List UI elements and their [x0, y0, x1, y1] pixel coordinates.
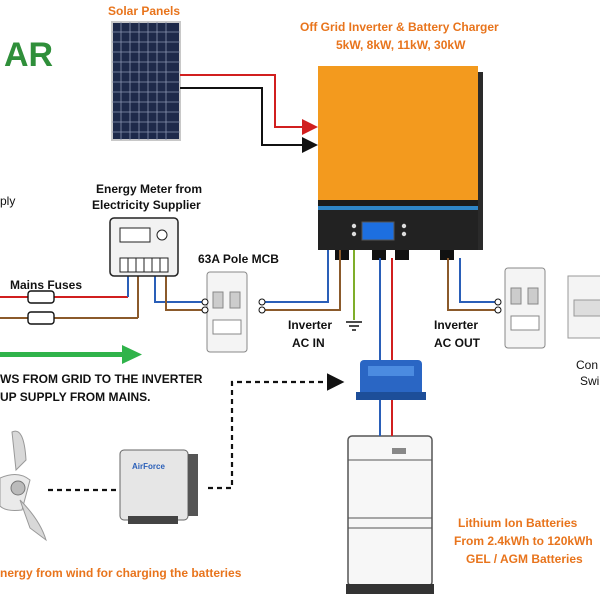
consumer-fragment-2: Swi [580, 374, 600, 388]
batteries-label-3: GEL / AGM Batteries [466, 552, 583, 566]
energy-meter-icon [109, 217, 179, 277]
inverter-icon [318, 66, 483, 260]
mcb-label: 63A Pole MCB [198, 252, 279, 266]
controller-brand: AirForce [132, 462, 165, 471]
energy-meter-label-2: Electricity Supplier [92, 198, 201, 212]
wind-data-link [48, 373, 345, 492]
inverter-ac-out-label-2: AC OUT [434, 336, 480, 350]
ground-icon [346, 321, 362, 331]
batteries-label-1: Lithium Ion Batteries [458, 516, 578, 530]
mcb-breaker-icon-output [494, 267, 546, 349]
inverter-ac-in-label-1: Inverter [288, 318, 333, 332]
fuse-icon [27, 290, 55, 325]
inverter-wires [262, 250, 498, 362]
battery-charge-controller-icon [356, 360, 426, 400]
solar-panel-icon [111, 21, 181, 141]
wind-charge-controller-icon [119, 449, 198, 524]
flow-text-2: UP SUPPLY FROM MAINS. [0, 390, 151, 404]
solar-panels-label: Solar Panels [108, 4, 181, 18]
brand-fragment: AR [4, 36, 54, 74]
consumer-unit-icon [567, 275, 600, 339]
solar-wires [180, 74, 318, 153]
battery-stack-icon [346, 435, 434, 594]
inverter-ac-out-label-1: Inverter [434, 318, 479, 332]
supply-fragment: ply [0, 194, 16, 208]
flow-text-1: WS FROM GRID TO THE INVERTER [0, 372, 203, 386]
inverter-ac-in-label-2: AC IN [292, 336, 325, 350]
inverter-title: Off Grid Inverter & Battery Charger [300, 20, 499, 34]
consumer-fragment-1: Con [576, 358, 599, 372]
energy-meter-label-1: Energy Meter from [96, 182, 203, 196]
mcb-breaker-icon [201, 271, 266, 353]
inverter-sizes: 5kW, 8kW, 11kW, 30kW [336, 38, 466, 52]
mains-fuses-label: Mains Fuses [10, 278, 83, 292]
wind-turbine-icon [0, 430, 47, 542]
batteries-label-2: From 2.4kWh to 120kWh [454, 534, 593, 548]
battery-wires [379, 400, 393, 436]
wind-caption: nergy from wind for charging the batteri… [0, 566, 242, 580]
green-flow-arrow-icon [0, 345, 142, 364]
